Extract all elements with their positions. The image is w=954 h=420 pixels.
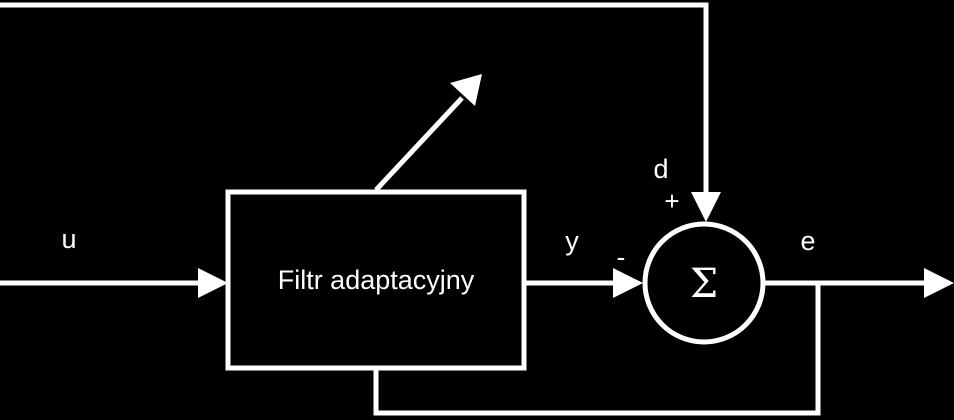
error-label-e: e bbox=[800, 226, 815, 256]
minus-sign: - bbox=[617, 242, 626, 272]
adaptation-arrow-line bbox=[374, 96, 464, 192]
plus-sign: + bbox=[664, 186, 679, 216]
desired-label-d: d bbox=[653, 154, 668, 184]
input-label-u: u bbox=[61, 224, 76, 254]
input-arrowhead bbox=[198, 268, 228, 298]
error-arrowhead bbox=[924, 268, 954, 298]
output-label-y: y bbox=[565, 226, 579, 256]
feedback-path bbox=[373, 283, 821, 416]
desired-signal-path bbox=[0, 2, 709, 195]
filter-block-label: Filtr adaptacyjny bbox=[278, 265, 475, 295]
sum-symbol: Σ bbox=[690, 261, 718, 307]
output-arrowhead bbox=[613, 268, 643, 298]
adaptation-arrowhead bbox=[450, 74, 482, 106]
desired-arrowhead bbox=[691, 192, 721, 222]
